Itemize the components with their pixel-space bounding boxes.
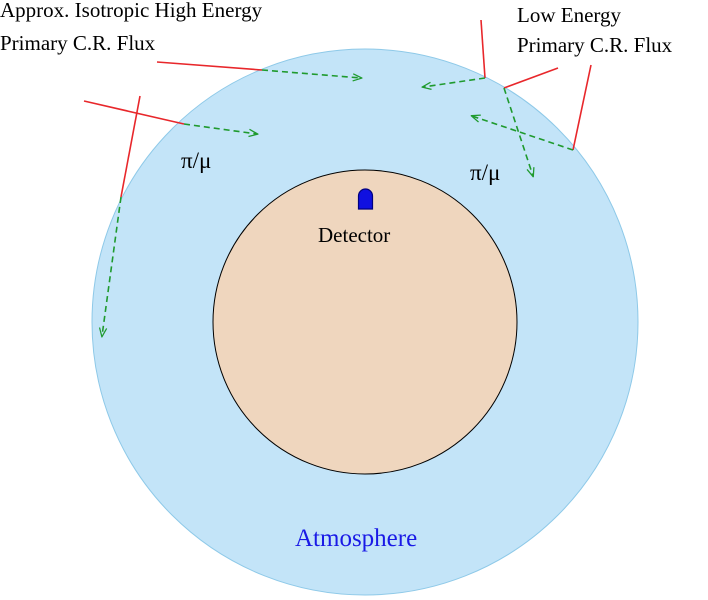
primary-ray-right-2 bbox=[572, 64, 592, 151]
secondary-track-far-left bbox=[102, 196, 122, 336]
primary-rays bbox=[83, 19, 592, 198]
detector-icon bbox=[357, 188, 374, 210]
low-energy-label-line1: Low Energy bbox=[517, 3, 622, 27]
secondary-track-left bbox=[183, 123, 257, 134]
secondary-tracks bbox=[102, 69, 574, 336]
secondary-track-top-right bbox=[423, 77, 486, 87]
low-energy-label-line2: Primary C.R. Flux bbox=[517, 33, 673, 57]
atmosphere-label: Atmosphere bbox=[295, 525, 417, 552]
detector-label: Detector bbox=[318, 223, 390, 247]
high-energy-label-line1: Approx. Isotropic High Energy bbox=[0, 0, 263, 22]
secondary-track-right-back bbox=[472, 116, 574, 151]
earth-circle bbox=[212, 169, 518, 475]
primary-ray-far-left bbox=[120, 95, 141, 198]
high-energy-label-line2: Primary C.R. Flux bbox=[0, 31, 156, 55]
secondary-track-top-left bbox=[261, 69, 361, 78]
primary-ray-right-1 bbox=[503, 67, 559, 89]
primary-ray-top-right bbox=[480, 19, 486, 79]
primary-ray-left bbox=[83, 100, 185, 125]
primary-ray-top-left bbox=[156, 61, 263, 71]
secondary-track-right-down bbox=[503, 87, 533, 176]
pi-mu-label-right: π/μ bbox=[470, 160, 500, 185]
pi-mu-label-left: π/μ bbox=[181, 148, 211, 173]
